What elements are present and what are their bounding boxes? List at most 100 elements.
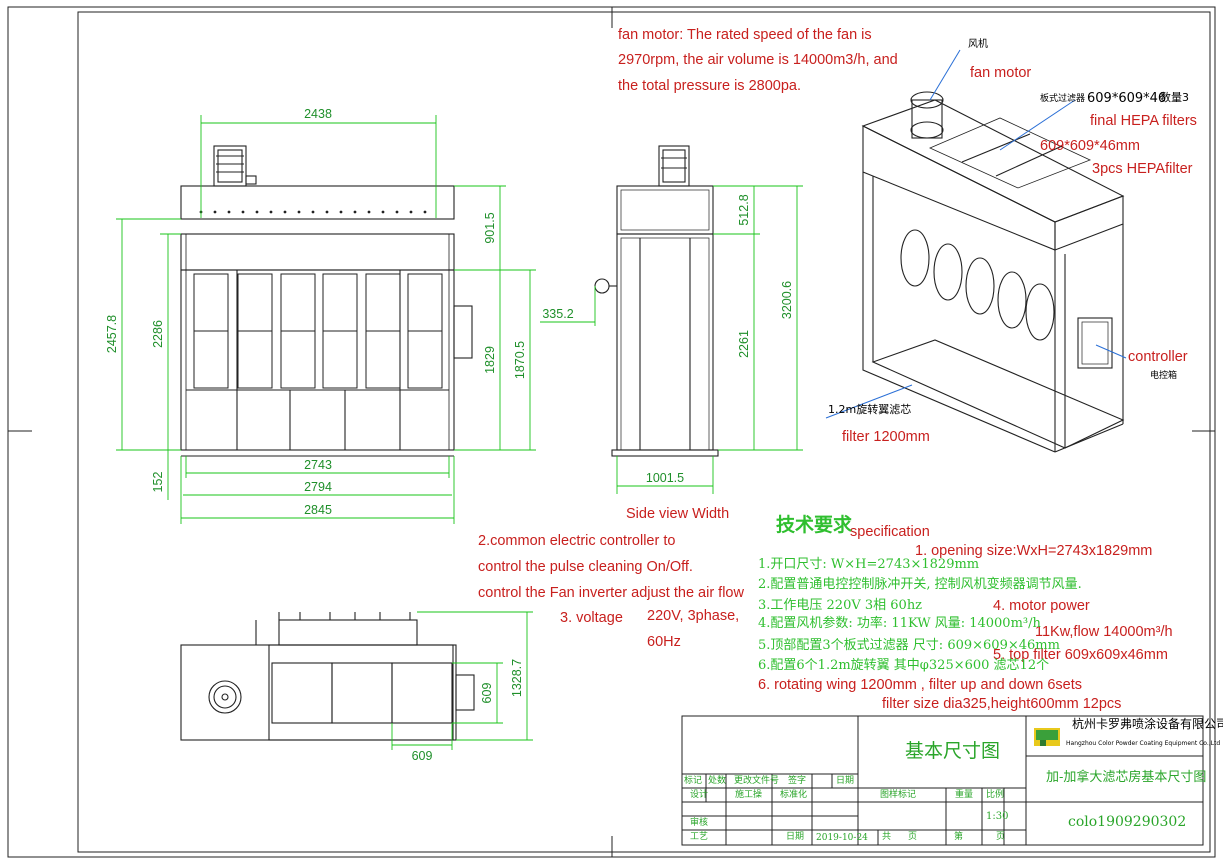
tb-process: 工艺 (690, 832, 709, 842)
ctrl-note-line3: control the Fan inverter adjust the air … (478, 585, 744, 601)
tech-req-2: 2.配置普通电控控制脉冲开关, 控制风机变频器调节风量. (758, 577, 1082, 592)
dim-inner-height: 2286 (151, 320, 165, 348)
dim-top-filter-bottom: 609 (412, 749, 433, 763)
dim-top-depth: 1328.7 (510, 659, 524, 697)
motor-flow: 11Kw,flow 14000m³/h (1035, 624, 1173, 640)
vent-dot (213, 210, 217, 214)
company-name-en: Hangzhou Color Powder Coating Equipment … (1066, 740, 1221, 747)
filter-size: filter size dia325,height600mm 12pcs (882, 696, 1122, 712)
dim-width-inner: 2743 (304, 458, 332, 472)
top-view (180, 612, 475, 741)
tb-drafter: 施工操 (735, 790, 763, 800)
fan-motor-cn: 风机 (968, 39, 988, 50)
vent-dot (325, 210, 329, 214)
drawing-scale: 1:30 (986, 811, 1009, 822)
opening-size: 1. opening size:WxH=2743x1829mm (915, 543, 1153, 559)
dim-width-outer: 2845 (304, 503, 332, 517)
drawing-number: colo1909290302 (1068, 814, 1187, 830)
drawing-date: 2019-10-24 (816, 833, 868, 843)
title-block (681, 715, 1204, 846)
ctrl-note-line2: control the pulse cleaning On/Off. (478, 559, 693, 575)
tb-page2: 页 (996, 832, 1006, 842)
tb-count: 处数 (708, 776, 727, 786)
vent-dot (283, 210, 287, 214)
tb-sheet: 第 (954, 832, 964, 842)
hepa-cn: 板式过滤器 (1040, 94, 1086, 104)
vent-dot (423, 210, 427, 214)
vent-dot (409, 210, 413, 214)
drawing-title: 基本尺寸图 (905, 740, 1001, 762)
controller-label: controller (1128, 349, 1188, 365)
iso-view (861, 91, 1125, 453)
filter-cn: 1.2m旋转翼滤芯 (828, 403, 912, 416)
hepa-qty-cn: 数量3 (1160, 91, 1189, 104)
dim-pipe-offset: 335.2 (542, 307, 573, 321)
dim-filter-height: 1870.5 (513, 341, 527, 379)
dim-total-height: 2457.8 (105, 315, 119, 353)
dimension-lines (116, 115, 803, 750)
dimension-labels: 2438 2743 2794 2845 2457.8 2286 152 901.… (105, 107, 794, 763)
dim-width-mid: 2794 (304, 480, 332, 494)
tb-date2: 日期 (786, 832, 805, 842)
voltage-line3: 60Hz (647, 634, 681, 650)
tb-weight: 重量 (955, 790, 974, 800)
fan-note-line1: fan motor: The rated speed of the fan is (618, 27, 872, 43)
dim-upper-height: 901.5 (483, 212, 497, 243)
tech-req-6: 6.配置6个1.2m旋转翼 其中φ325×600 滤芯12个 (758, 658, 1050, 673)
hepa-mm: 609*609*46mm (1040, 138, 1140, 154)
vent-dot (311, 210, 315, 214)
dim-hood-height: 512.8 (737, 194, 751, 225)
leader-lines (825, 49, 1127, 419)
filter-length: filter 1200mm (842, 429, 930, 445)
tb-ratio: 比例 (986, 790, 1005, 800)
dim-body-height: 2261 (737, 330, 751, 358)
dim-side-total: 3200.6 (780, 281, 794, 319)
fan-note-line2: 2970rpm, the air volume is 14000m3/h, an… (618, 52, 898, 68)
voltage-line2: 220V, 3phase, (647, 608, 740, 624)
voltage-line1: 3. voltage (560, 610, 623, 626)
rotating-wing: 6. rotating wing 1200mm , filter up and … (758, 677, 1083, 693)
tb-change-doc: 更改文件号 (734, 776, 780, 786)
tech-req-1: 1.开口尺寸: W×H=2743×1829mm (758, 557, 980, 572)
tech-req-4: 4.配置风机参数: 功率: 11KW 风量: 14000m³/h (758, 616, 1041, 631)
tech-req-title: 技术要求 (776, 514, 853, 536)
vent-dot (353, 210, 357, 214)
company-logo (1034, 728, 1060, 746)
tb-page: 页 (908, 832, 918, 842)
company-name-cn: 杭州卡罗弗喷涂设备有限公司 (1072, 717, 1223, 731)
tb-std: 标准化 (780, 790, 808, 800)
ctrl-note-line1: 2.common electric controller to (478, 533, 676, 549)
side-view-caption: Side view Width (626, 506, 730, 522)
vent-dot (367, 210, 371, 214)
vent-dot (227, 210, 231, 214)
front-view (180, 145, 473, 457)
tb-mark: 标记 (684, 776, 703, 786)
fan-note-line3: the total pressure is 2800pa. (618, 78, 801, 94)
side-view (594, 145, 719, 457)
tech-req-5: 5.顶部配置3个板式过滤器 尺寸: 609×609×46mm (758, 638, 1060, 653)
dim-opening-height: 1829 (483, 346, 497, 374)
top-filter: 5. top filter 609x609x46mm (993, 647, 1168, 663)
tb-design: 设计 (690, 790, 709, 800)
vent-dot (395, 210, 399, 214)
tech-req-3: 3.工作电压 220V 3相 60hz (758, 598, 923, 613)
motor-power: 4. motor power (993, 598, 1090, 614)
tb-stage-mark: 图样标记 (880, 790, 917, 800)
tb-total: 共 (882, 832, 892, 842)
sheet-border (7, 6, 1216, 858)
vent-dot (241, 210, 245, 214)
dim-depth: 1001.5 (646, 471, 684, 485)
drawing-name: 加-加拿大滤芯房基本尺寸图 (1046, 770, 1207, 785)
vent-dot (339, 210, 343, 214)
vent-dot (255, 210, 259, 214)
hepa-size: 609*609*46 (1087, 91, 1167, 106)
specification-label: specification (850, 524, 930, 540)
vent-dot (381, 210, 385, 214)
vent-dot (297, 210, 301, 214)
dim-top-filter-side: 609 (480, 683, 494, 704)
fan-motor-label: fan motor (970, 65, 1032, 81)
dim-top-width: 2438 (304, 107, 332, 121)
front-filters (193, 210, 443, 389)
tb-sign: 签字 (788, 776, 807, 786)
